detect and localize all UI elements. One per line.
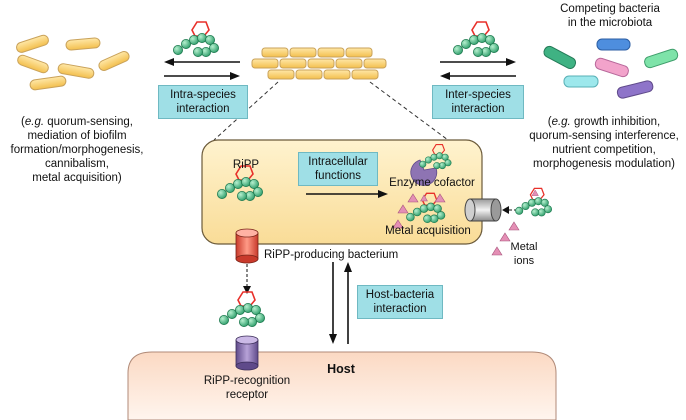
ripp-label: RiPP bbox=[232, 159, 260, 171]
metal-ions-label: Metal ions bbox=[510, 241, 538, 267]
host-bacteria-interaction-box: Host-bacteria interaction bbox=[357, 285, 443, 319]
inter-examples-body: growth inhibition, quorum-sensing interf… bbox=[529, 116, 679, 170]
enzyme-cofactor-label: Enzyme cofactor bbox=[389, 177, 475, 189]
host-label: Host bbox=[327, 362, 355, 376]
intra-examples-text: (e.g. quorum-sensing, mediation of biofi… bbox=[10, 116, 144, 184]
metal-acquisition-label: Metal acquisition bbox=[385, 225, 471, 237]
intracellular-functions-box: Intracellular functions bbox=[298, 152, 378, 186]
inter-arrows bbox=[440, 58, 516, 80]
metal-transporter bbox=[464, 198, 502, 222]
intra-species-interaction-box: Intra-species interaction bbox=[158, 85, 248, 119]
ripp-molecule-intra bbox=[173, 22, 218, 57]
intra-arrows bbox=[164, 58, 240, 80]
inter-examples-text: (e.g. growth inhibition, quorum-sensing … bbox=[529, 116, 679, 170]
biofilm-cluster bbox=[251, 47, 387, 80]
metal-ions-in-cell bbox=[392, 193, 446, 229]
intra-eg: e.g. bbox=[24, 116, 45, 128]
ripp-recognition-receptor-glyph bbox=[235, 335, 259, 371]
ripp-producing-bacterium-label: RiPP-producing bacterium bbox=[264, 249, 399, 261]
metal-acquisition-glyph bbox=[406, 193, 444, 222]
ripp-molecule-secreted bbox=[219, 292, 264, 327]
intra-species-bacteria-group bbox=[16, 34, 130, 91]
intra-examples-body: quorum-sensing, mediation of biofilm for… bbox=[10, 116, 144, 184]
inter-species-interaction-box: Inter-species interaction bbox=[432, 85, 524, 119]
host-shape bbox=[127, 351, 557, 420]
inter-eg: e.g. bbox=[551, 116, 571, 128]
competing-bacteria-label: Competing bacteria in the microbiota bbox=[560, 3, 660, 29]
enzyme-cofactor-glyph bbox=[410, 145, 451, 186]
ripp-export-transporter bbox=[235, 228, 259, 264]
ripp-molecule-inter bbox=[453, 22, 498, 57]
host-bacteria-arrows bbox=[329, 262, 352, 344]
metal-ions-outside bbox=[491, 221, 520, 256]
competing-bacteria-group bbox=[543, 38, 679, 99]
receptor-label: RiPP-recognition receptor bbox=[203, 375, 291, 401]
external-ripp-metal bbox=[516, 188, 552, 216]
